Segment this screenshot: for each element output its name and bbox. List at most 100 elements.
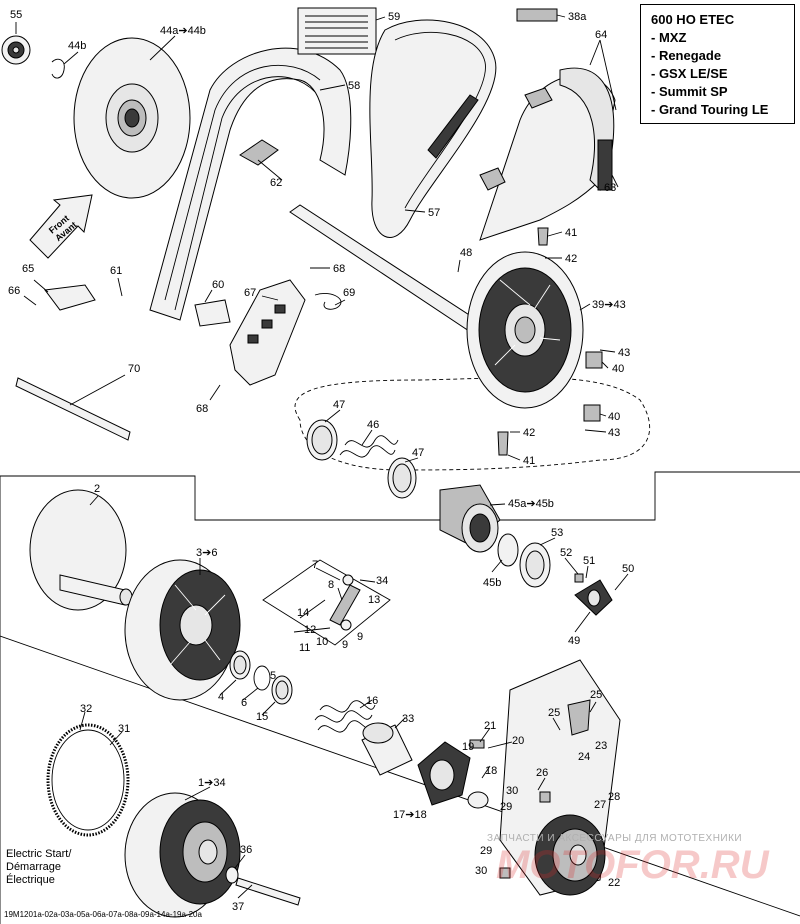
callout-38a: 38a <box>568 11 587 23</box>
model-line-1: 600 HO ETEC <box>651 12 735 27</box>
callout-27: 27 <box>594 799 606 811</box>
callout-14: 14 <box>297 607 309 619</box>
callout-45b: 45b <box>483 577 501 589</box>
callout-32: 32 <box>80 703 92 715</box>
callout-31: 31 <box>118 723 130 735</box>
callout-22: 22 <box>608 877 620 889</box>
section-frames <box>0 377 800 924</box>
watermark-logo: MOTOFOR.RU <box>496 843 769 887</box>
drive-belt-57 <box>369 19 497 238</box>
drive-pulley-fixed-half <box>29 489 133 611</box>
callout-33: 33 <box>402 713 414 725</box>
callout-61: 61 <box>110 265 122 277</box>
callout-53: 53 <box>551 527 563 539</box>
electric-start-line-2: Démarrage <box>6 861 62 873</box>
callout-30-top: 30 <box>506 785 518 797</box>
callout-1: 1➔34 <box>198 777 226 789</box>
drive-pulley-assembly-1 <box>124 792 241 918</box>
leader-lines <box>15 14 629 899</box>
lever-assembly <box>293 574 361 633</box>
belt-guard-58 <box>149 7 377 321</box>
callout-66: 66 <box>8 285 20 297</box>
callout-11: 11 <box>299 642 310 654</box>
callout-34-top: 34 <box>376 575 388 587</box>
callout-40-bottom: 40 <box>608 411 620 423</box>
callout-44a: 44a➔44b <box>160 25 206 37</box>
callout-30-bottom: 30 <box>475 865 487 877</box>
callout-60: 60 <box>212 279 224 291</box>
callout-68-top: 68 <box>333 263 345 275</box>
callout-9-left: 9 <box>342 639 348 651</box>
callout-47-left: 47 <box>333 399 345 411</box>
callout-44b: 44b <box>68 40 86 52</box>
model-applicability-box: 600 HO ETEC - MXZ - Renegade - GSX LE/SE… <box>640 4 795 124</box>
callout-48: 48 <box>460 247 472 259</box>
callout-16: 16 <box>366 695 378 707</box>
cam-assembly <box>439 484 613 616</box>
spring-assembly <box>306 419 417 499</box>
callout-18: 18 <box>485 765 497 777</box>
callout-26: 26 <box>536 767 548 779</box>
callout-29-bottom: 29 <box>480 845 492 857</box>
callout-63: 63 <box>604 182 616 194</box>
model-line-5: - Summit SP <box>651 84 728 99</box>
callout-40-top: 40 <box>612 363 624 375</box>
callout-41-bottom: 41 <box>523 455 535 467</box>
callout-43-bottom: 43 <box>608 427 620 439</box>
callout-69: 69 <box>343 287 355 299</box>
belt-guard-cover <box>479 8 616 241</box>
callout-43-top: 43 <box>618 347 630 359</box>
callout-10: 10 <box>316 636 328 648</box>
callout-42-bottom: 42 <box>523 427 535 439</box>
callout-68-bottom: 68 <box>196 403 208 415</box>
callout-12: 12 <box>304 624 316 636</box>
callout-59: 59 <box>388 11 400 23</box>
watermark-text: ЗАПЧАСТИ И АКСЕССУАРЫ ДЛЯ МОТОТЕХНИКИ <box>487 833 743 844</box>
callout-51: 51 <box>583 555 595 567</box>
callout-50: 50 <box>622 563 634 575</box>
callout-17: 17➔18 <box>393 809 427 821</box>
callout-52: 52 <box>560 547 572 559</box>
callout-8: 8 <box>328 579 334 591</box>
callout-6: 6 <box>241 697 247 709</box>
callout-55: 55 <box>10 9 22 21</box>
sleeve-33 <box>361 722 413 776</box>
callout-13: 13 <box>368 594 380 606</box>
callout-58: 58 <box>348 80 360 92</box>
callout-2: 2 <box>94 483 100 495</box>
callout-65: 65 <box>22 263 34 275</box>
front-direction-arrow: Front Avant <box>29 194 93 259</box>
callout-42-top: 42 <box>565 253 577 265</box>
callout-46: 46 <box>367 419 379 431</box>
callout-25-left: 25 <box>548 707 560 719</box>
callout-57: 57 <box>428 207 440 219</box>
callout-67: 67 <box>244 287 256 299</box>
callout-19: 19 <box>462 741 474 753</box>
callout-29-top: 29 <box>500 801 512 813</box>
callout-15: 15 <box>256 711 268 723</box>
callout-70: 70 <box>128 363 140 375</box>
callout-5: 5 <box>270 670 276 682</box>
callout-64: 64 <box>595 29 607 41</box>
driven-pulley-assembly <box>1 35 191 199</box>
callout-49: 49 <box>568 635 580 647</box>
callout-labels: 55 44b 44a➔44b 59 38a 64 58 62 57 41 42 … <box>8 9 634 913</box>
callout-45a: 45a➔45b <box>508 498 554 510</box>
callout-7: 7 <box>312 559 318 571</box>
callout-23: 23 <box>595 740 607 752</box>
model-line-2: - MXZ <box>651 30 687 45</box>
callout-20: 20 <box>512 735 524 747</box>
bracket-parts <box>15 279 342 441</box>
governor-cup-22 <box>499 659 621 896</box>
callout-21: 21 <box>484 720 496 732</box>
callout-3: 3➔6 <box>196 547 217 559</box>
callout-28: 28 <box>608 791 620 803</box>
callout-47-right: 47 <box>412 447 424 459</box>
model-line-3: - Renegade <box>651 48 722 63</box>
callout-39: 39➔43 <box>592 299 626 311</box>
callout-41-top: 41 <box>565 227 577 239</box>
model-line-4: - GSX LE/SE <box>651 66 728 81</box>
callout-36: 36 <box>240 844 252 856</box>
callout-9-right: 9 <box>357 631 363 643</box>
callout-25-top: 25 <box>590 689 602 701</box>
